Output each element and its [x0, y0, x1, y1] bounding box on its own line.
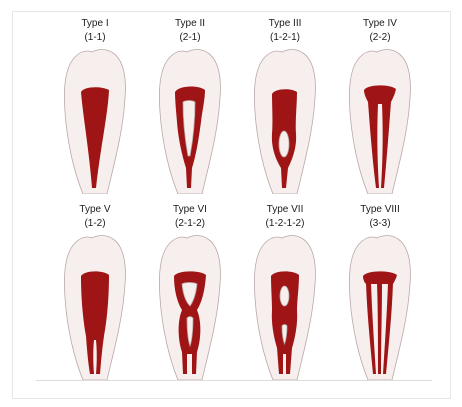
tooth-illustration	[52, 230, 138, 380]
tooth-illustration	[242, 44, 328, 194]
type-code: (2-1-2)	[147, 218, 233, 230]
type-label: Type V	[52, 204, 138, 216]
tooth-illustration	[52, 44, 138, 194]
type-label: Type VIII	[337, 204, 423, 216]
tooth-illustration	[337, 230, 423, 380]
type-label: Type II	[147, 18, 233, 30]
canal-type-8: Type VIII (3-3)	[337, 204, 423, 382]
vertucci-canal-figure: Type I (1-1) Type II (2-1) Type III (1-2…	[52, 18, 422, 382]
canal-type-2: Type II (2-1)	[147, 18, 233, 196]
type-code: (3-3)	[337, 218, 423, 230]
canal-type-3: Type III (1-2-1)	[242, 18, 328, 196]
type-code: (1-1)	[52, 32, 138, 44]
canal-type-7: Type VII (1-2-1-2)	[242, 204, 328, 382]
canal-type-4: Type IV (2-2)	[337, 18, 423, 196]
tooth-illustration	[242, 230, 328, 380]
tooth-illustration	[147, 230, 233, 380]
type-label: Type I	[52, 18, 138, 30]
type-label: Type IV	[337, 18, 423, 30]
tooth-illustration	[337, 44, 423, 194]
type-code: (1-2-1-2)	[242, 218, 328, 230]
canal-type-1: Type I (1-1)	[52, 18, 138, 196]
type-label: Type III	[242, 18, 328, 30]
type-code: (1-2-1)	[242, 32, 328, 44]
type-code: (1-2)	[52, 218, 138, 230]
canal-type-5: Type V (1-2)	[52, 204, 138, 382]
type-label: Type VI	[147, 204, 233, 216]
tooth-illustration	[147, 44, 233, 194]
type-label: Type VII	[242, 204, 328, 216]
canal-type-6: Type VI (2-1-2)	[147, 204, 233, 382]
type-code: (2-1)	[147, 32, 233, 44]
type-code: (2-2)	[337, 32, 423, 44]
